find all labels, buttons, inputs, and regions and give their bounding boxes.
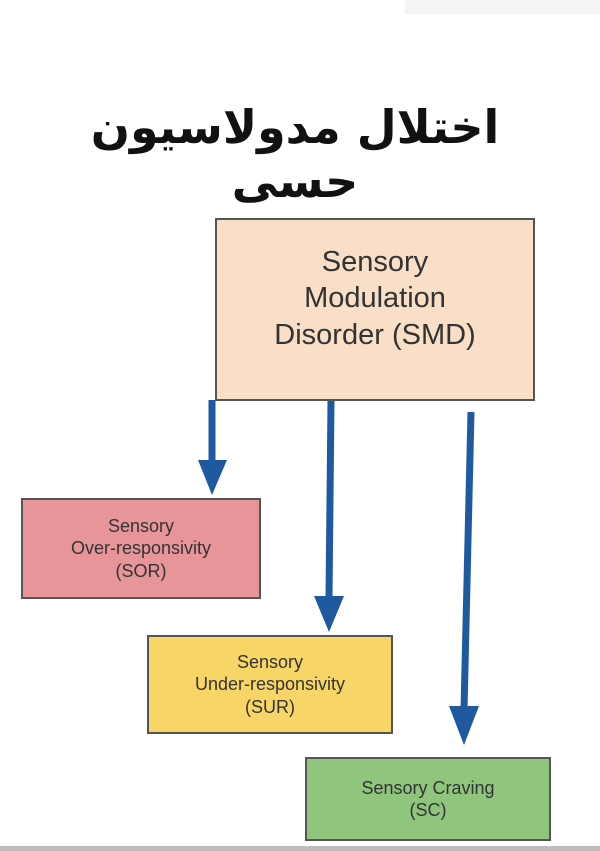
sor-line-3: (SOR) [115, 560, 167, 581]
arrow-to-sc [449, 411, 479, 745]
page-title: اختلال مدولاسیون حسی [90, 100, 500, 208]
arrow-to-sor [198, 400, 227, 495]
sc-box: Sensory Craving (SC) [305, 757, 551, 841]
sor-line-2: Over-responsivity [70, 538, 212, 559]
top-strip [405, 0, 600, 14]
smd-line-1: Sensory [321, 246, 429, 279]
bottom-divider [0, 846, 600, 851]
sur-line-3: (SUR) [245, 696, 295, 717]
smd-box: Sensory Modulation Disorder (SMD) [215, 218, 535, 401]
smd-line-2: Modulation [304, 282, 446, 315]
sor-box: Sensory Over-responsivity (SOR) [21, 498, 261, 599]
sur-line-1: Sensory [236, 651, 304, 672]
sur-box: Sensory Under-responsivity (SUR) [147, 635, 393, 734]
smd-line-3: Disorder (SMD) [274, 318, 476, 351]
sc-line-1: Sensory Craving [361, 777, 495, 798]
sor-line-1: Sensory [107, 515, 175, 536]
arrow-to-sur [314, 399, 344, 632]
sc-line-2: (SC) [409, 800, 447, 820]
sur-line-2: Under-responsivity [194, 674, 346, 695]
